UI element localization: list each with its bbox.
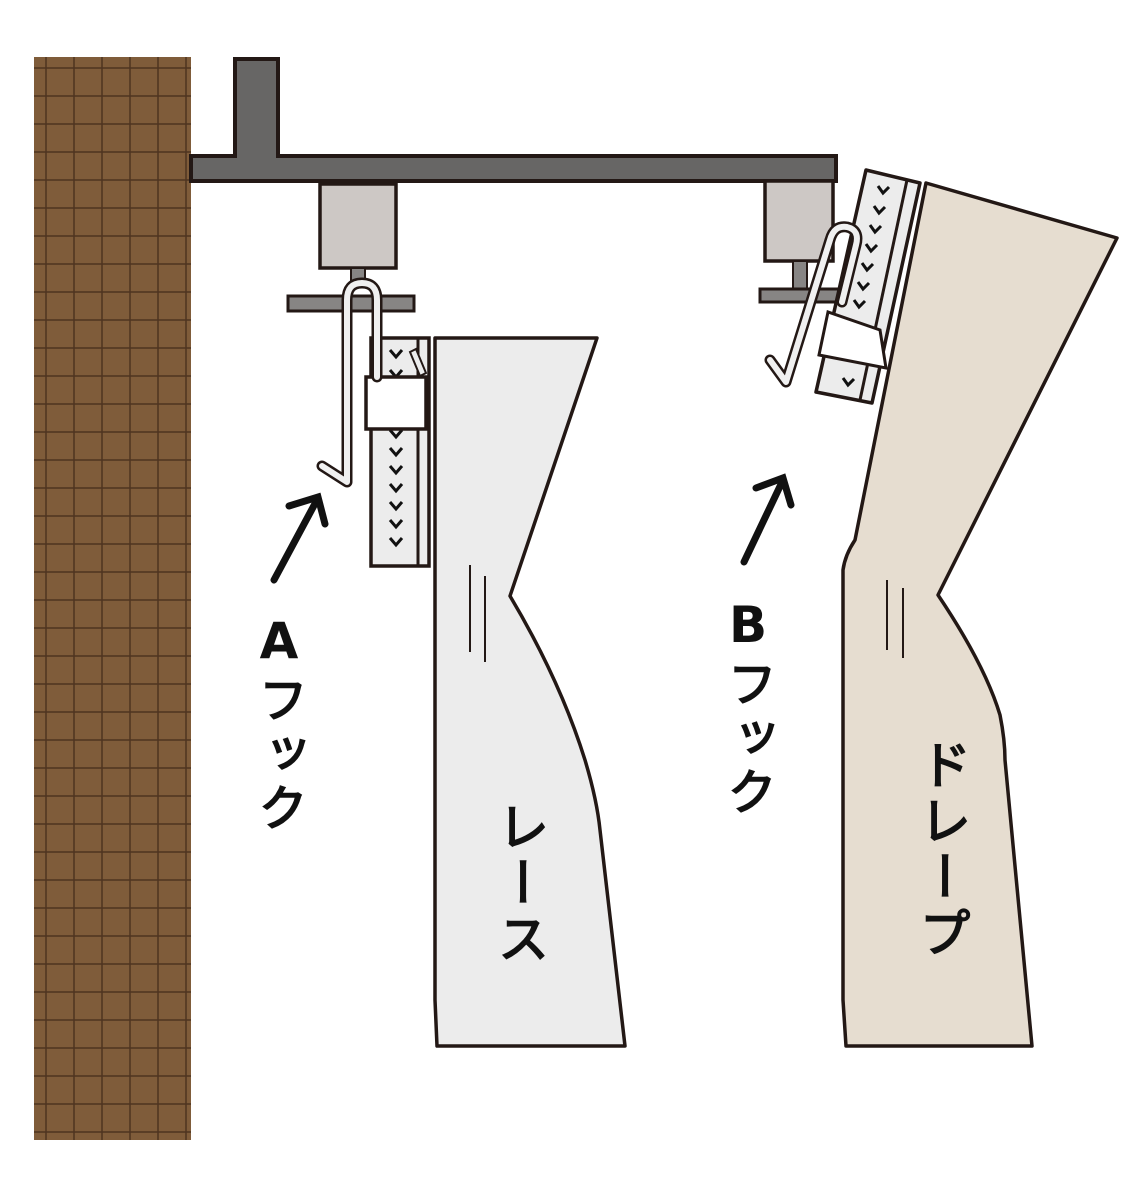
- lace-curtain: [433, 336, 627, 1048]
- wall: [34, 57, 191, 1140]
- hook-b-label: Bフック: [719, 596, 777, 820]
- hook-b: [764, 221, 863, 388]
- drape-tape: [814, 168, 922, 405]
- lace-label: レース: [488, 800, 548, 968]
- drape-curtain: [841, 181, 1119, 1048]
- drape-label: ドレープ: [910, 738, 970, 962]
- hook-a: [316, 277, 383, 488]
- arrow-a-icon: [270, 492, 329, 584]
- lace-tape: [364, 336, 431, 568]
- hook-a-label: Aフック: [250, 612, 308, 836]
- curtain-rail: [189, 57, 838, 183]
- arrow-b-icon: [740, 473, 795, 566]
